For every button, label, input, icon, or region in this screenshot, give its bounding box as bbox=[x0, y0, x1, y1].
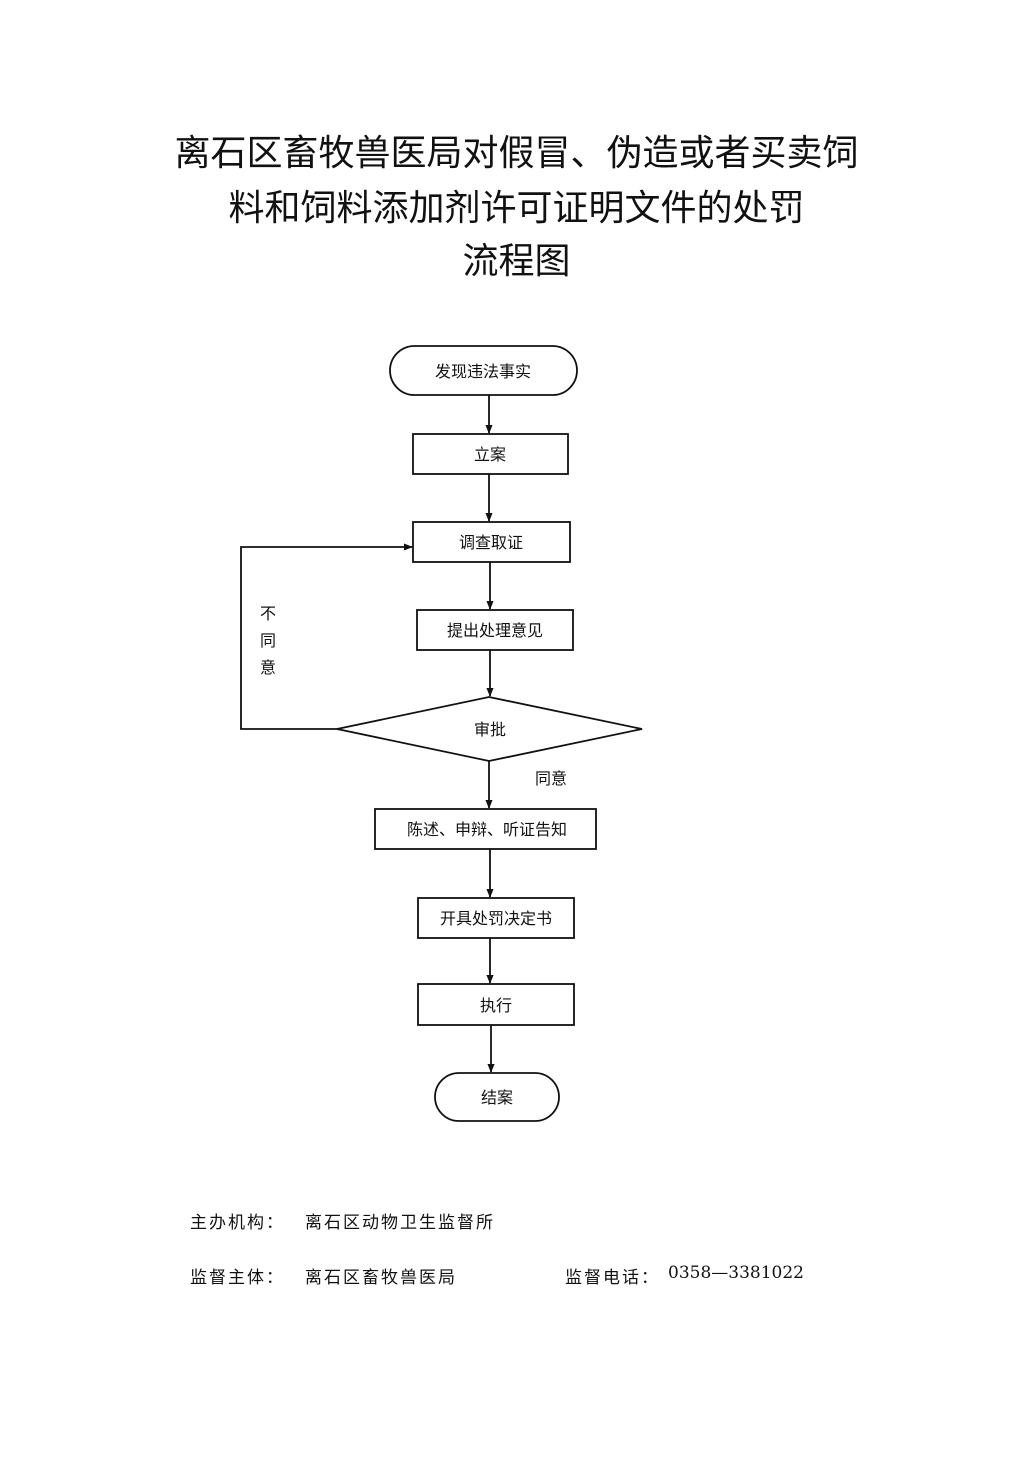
node-approve: 审批 bbox=[336, 696, 643, 762]
title-line-1: 离石区畜牧兽医局对假冒、伪造或者买卖饲 bbox=[174, 133, 859, 174]
node-approve-label: 审批 bbox=[474, 720, 506, 739]
node-execute-label: 执行 bbox=[480, 996, 512, 1015]
footer-organizer-label: 主办机构： bbox=[190, 1213, 285, 1233]
node-propose-label: 提出处理意见 bbox=[447, 621, 543, 640]
node-decision-label: 开具处罚决定书 bbox=[440, 909, 552, 928]
edge-label-agree: 同意 bbox=[535, 769, 567, 788]
footer-supervisor-value: 离石区畜牧兽医局 bbox=[305, 1268, 457, 1288]
footer-supervisor-label: 监督主体： bbox=[190, 1268, 285, 1288]
footer-organizer-value: 离石区动物卫生监督所 bbox=[305, 1213, 495, 1233]
node-close: 结案 bbox=[434, 1072, 560, 1122]
edge-label-disagree-char-1: 不 bbox=[260, 604, 276, 623]
node-file-case: 立案 bbox=[412, 433, 569, 475]
node-file-case-label: 立案 bbox=[474, 445, 506, 464]
footer-phone-label: 监督电话： bbox=[565, 1268, 660, 1288]
node-start: 发现违法事实 bbox=[389, 345, 578, 396]
node-propose: 提出处理意见 bbox=[416, 609, 574, 651]
edge-label-disagree: 不 同 意 bbox=[260, 604, 276, 677]
node-notify-label: 陈述、申辩、听证告知 bbox=[407, 820, 567, 839]
edge-label-disagree-char-3: 意 bbox=[260, 658, 276, 677]
footer-phone-value: 0358—3381022 bbox=[668, 1263, 804, 1283]
edge-label-disagree-char-2: 同 bbox=[260, 631, 276, 650]
edge-approve-disagree-loop bbox=[240, 543, 413, 730]
title-line-3: 流程图 bbox=[462, 241, 571, 282]
node-start-label: 发现违法事实 bbox=[435, 362, 531, 381]
node-investigate-label: 调查取证 bbox=[459, 533, 523, 552]
node-execute: 执行 bbox=[417, 983, 575, 1026]
title-line-2: 料和饲料添加剂许可证明文件的处罚 bbox=[228, 188, 805, 229]
node-decision: 开具处罚决定书 bbox=[417, 897, 575, 939]
node-notify: 陈述、申辩、听证告知 bbox=[374, 808, 597, 850]
node-close-label: 结案 bbox=[481, 1088, 513, 1107]
node-investigate: 调查取证 bbox=[412, 521, 571, 563]
